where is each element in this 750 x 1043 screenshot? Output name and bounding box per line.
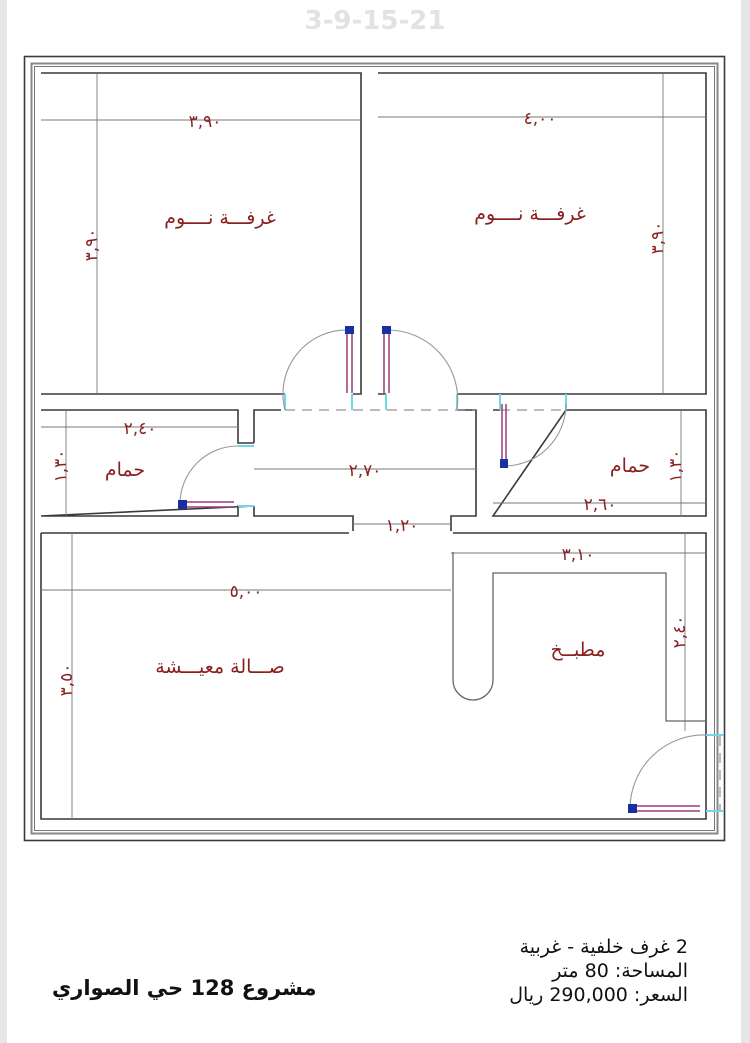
floor-plan: ٣,٩٠ ٣,٩٠ ٤,٠٠ ٣,٩٠ ٢,٤٠ ١,٣٠ ٢,٧٠ ١,٢٠ …: [23, 55, 726, 842]
living-room-walls: [40, 532, 707, 820]
area-line: المساحة: 80 متر: [552, 959, 688, 982]
rooms-line: 2 غرف خلفية - غربية: [519, 936, 688, 958]
bedroom-2-height-dim: ٣,٩٠: [648, 222, 668, 255]
door-hinge-icon: [178, 500, 187, 509]
bedroom-1-door-swing: [282, 329, 350, 411]
kitchen-label: مطبــخ: [551, 639, 606, 661]
bedroom-1-walls: [41, 72, 362, 395]
bathroom-2-width-dim: ٢,٦٠: [584, 495, 617, 515]
door-hinge-icon: [345, 326, 354, 334]
bedroom-1-label: غرفـــة نــــوم: [164, 207, 276, 229]
bedroom-2-door-swing: [386, 329, 459, 411]
page-edge-right: [741, 0, 750, 1043]
bathroom-1-width-dim: ٢,٤٠: [124, 419, 157, 439]
entrance-door-swing: [629, 734, 707, 809]
kitchen-counter: [452, 552, 706, 722]
outer-wall-line-1: [23, 55, 726, 842]
bathroom-2-height-dim: ١,٣٠: [666, 450, 686, 483]
bathroom-1-label: حمام: [105, 459, 145, 481]
outer-wall-line-2: [30, 62, 719, 835]
bathroom-1-door-swing: [179, 445, 239, 505]
bedroom-2-walls: [378, 72, 707, 395]
bathroom-2-door-swing: [503, 403, 567, 467]
living-room-height-dim: ٣,٥٠: [57, 664, 77, 697]
bedroom-1-width-dim: ٣,٩٠: [189, 112, 222, 132]
watermark-stamp: 3-9-15-21: [304, 6, 446, 36]
price-line: السعر: 290,000 ريال: [509, 983, 688, 1006]
kitchen-height-dim: ٢,٤٠: [670, 616, 690, 649]
door-hinge-icon: [382, 326, 391, 334]
bedroom-2-width-dim: ٤,٠٠: [524, 109, 557, 129]
living-room-width-dim: ٥,٠٠: [230, 582, 263, 602]
page-edge-left: [0, 0, 7, 1043]
listing-info: 2 غرف خلفية - غربية المساحة: 80 متر السع…: [509, 936, 688, 1007]
living-room-label: صـــالة معيـــشة: [155, 656, 285, 678]
corridor-opening-dim: ١,٢٠: [386, 516, 419, 536]
door-hinge-icon: [500, 459, 508, 468]
bathroom-2-walls: [491, 409, 707, 517]
corridor-width-dim: ٢,٧٠: [349, 461, 382, 481]
project-title: مشروع 128 حي الصواري: [52, 976, 317, 1000]
corridor-walls: [253, 409, 477, 531]
bedroom-1-height-dim: ٣,٩٠: [82, 229, 102, 262]
kitchen-width-dim: ٣,١٠: [562, 545, 595, 565]
outer-wall-line-3: [34, 66, 715, 831]
bathroom-2-label: حمام: [610, 455, 650, 477]
bathroom-1-height-dim: ١,٣٠: [51, 450, 71, 483]
bedroom-2-label: غرفـــة نــــوم: [474, 203, 586, 225]
door-hinge-icon: [628, 804, 637, 813]
